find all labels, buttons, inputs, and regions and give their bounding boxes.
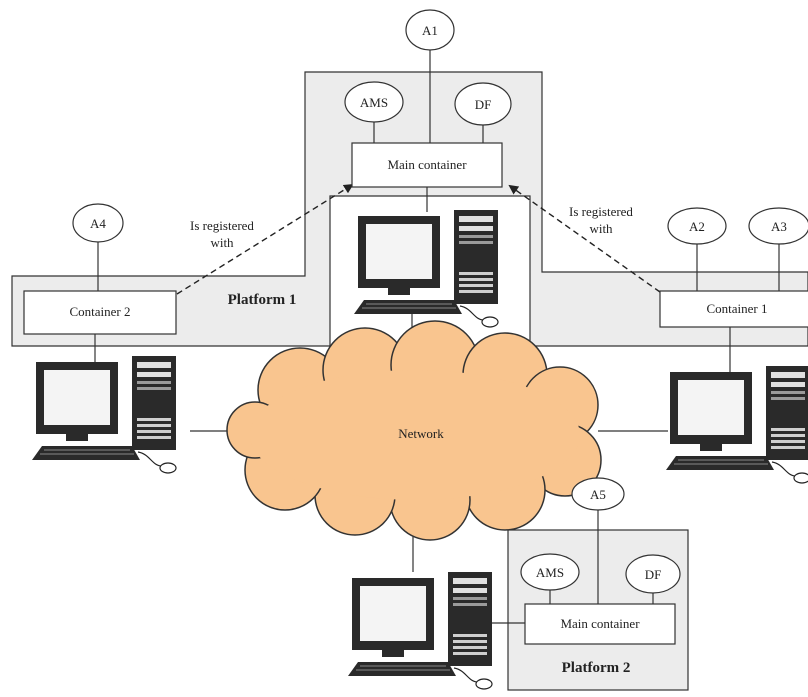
platform-1-label: Platform 1 [228, 292, 297, 308]
ams-platform-2: AMS [520, 553, 580, 591]
df-platform-2: DF [625, 554, 681, 594]
registration-right-line1: Is registered [569, 204, 633, 219]
agent-a5-label: A5 [590, 487, 606, 502]
container-2: Container 2 [23, 290, 177, 335]
container-1-label: Container 1 [706, 301, 767, 316]
container-2-label: Container 2 [69, 304, 130, 319]
agent-a3-label: A3 [771, 219, 787, 234]
agent-a4-label: A4 [90, 216, 106, 231]
main-container-label-1: Main container [387, 157, 467, 172]
computer-icon-platform-2-main [347, 571, 493, 690]
df-platform-1: DF [454, 82, 512, 126]
registration-label-left: Is registered with [190, 218, 254, 250]
ams-platform-1: AMS [344, 81, 404, 123]
registration-left-line2: with [210, 235, 234, 250]
agent-a5: A5 [571, 477, 625, 511]
network-cloud: Network [226, 320, 602, 541]
computer-icon-container-1 [665, 365, 808, 484]
container-1: Container 1 [659, 290, 808, 328]
agent-a1-label: A1 [422, 23, 438, 38]
agent-a2: A2 [667, 207, 727, 245]
network-label: Network [398, 426, 444, 441]
computer-icon-platform-1-main [353, 209, 499, 328]
platform-1-region [11, 71, 808, 347]
platform-2-label: Platform 2 [562, 660, 631, 676]
ams-label-1: AMS [360, 95, 388, 110]
main-container-platform-1: Main container [351, 142, 503, 188]
main-container-label-2: Main container [560, 616, 640, 631]
agent-a2-label: A2 [689, 219, 705, 234]
df-label-2: DF [645, 567, 662, 582]
agent-a3: A3 [748, 207, 808, 245]
computer-icon-container-2 [31, 355, 177, 474]
registration-right-line2: with [589, 221, 613, 236]
main-container-platform-2: Main container [524, 603, 676, 645]
registration-left-line1: Is registered [190, 218, 254, 233]
registration-arrows [176, 183, 661, 295]
ams-label-2: AMS [536, 565, 564, 580]
agent-a1: A1 [405, 9, 455, 51]
df-label-1: DF [475, 97, 492, 112]
registration-label-right: Is registered with [569, 204, 633, 236]
agent-a4: A4 [72, 203, 124, 243]
